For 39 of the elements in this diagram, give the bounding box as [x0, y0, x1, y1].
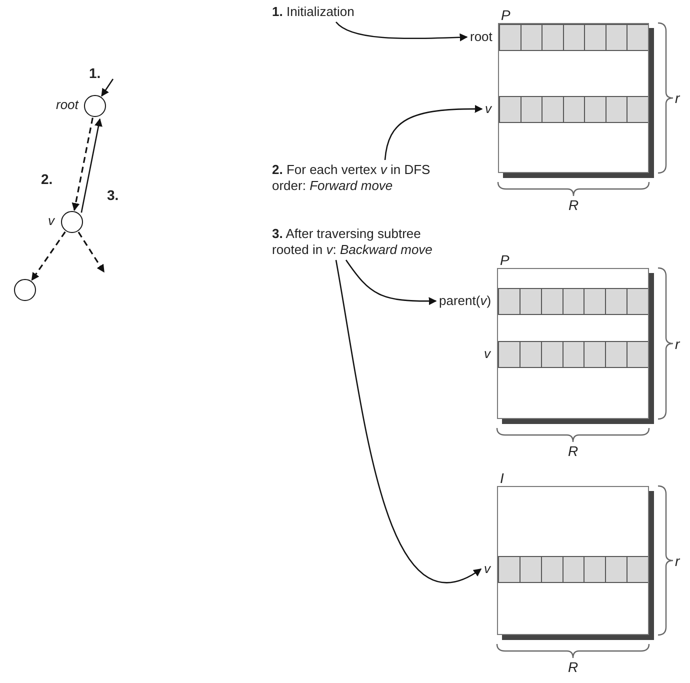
shaded-row — [498, 556, 648, 583]
step-number: 2. — [40, 172, 54, 187]
dimension-label: R — [568, 443, 578, 459]
shaded-row — [499, 96, 648, 123]
arrow — [101, 78, 114, 97]
arrow — [345, 260, 437, 306]
arrow — [78, 232, 105, 273]
arrow — [80, 118, 102, 213]
matrix-name: P — [500, 252, 510, 268]
arrow — [335, 260, 482, 582]
tree-node-circle — [84, 95, 106, 117]
tree-node-circle — [61, 211, 83, 233]
arrow — [336, 22, 468, 42]
dimension-label: r — [675, 90, 680, 106]
node-label: v — [48, 213, 54, 229]
node-label: root — [56, 97, 78, 113]
arrow — [72, 118, 94, 212]
row-label: parent(v) — [439, 293, 492, 309]
row-label: v — [484, 561, 490, 577]
row-label: v — [484, 346, 490, 362]
shaded-row — [499, 24, 648, 51]
step-number: 1. — [88, 66, 102, 81]
matrix-name: I — [500, 470, 504, 486]
arrow — [31, 231, 66, 281]
tree-node-circle — [14, 279, 36, 301]
row-label: root — [470, 29, 492, 45]
row-label: v — [485, 101, 492, 117]
arrow — [384, 105, 483, 160]
dimension-label: R — [568, 659, 578, 675]
step-number: 3. — [106, 188, 120, 203]
step-text: 1. Initialization — [272, 4, 422, 20]
matrix-name: P — [501, 7, 510, 23]
step-text: 2. For each vertex v in DFS order: Forward move — [272, 162, 432, 194]
dimension-label: r — [675, 336, 680, 352]
shaded-row — [498, 341, 648, 368]
dimension-label: r — [675, 552, 680, 568]
step-text: 3. After traversing subtree rooted in v: Backward move — [272, 226, 457, 258]
dimension-label: R — [568, 197, 579, 213]
shaded-row — [498, 288, 648, 315]
